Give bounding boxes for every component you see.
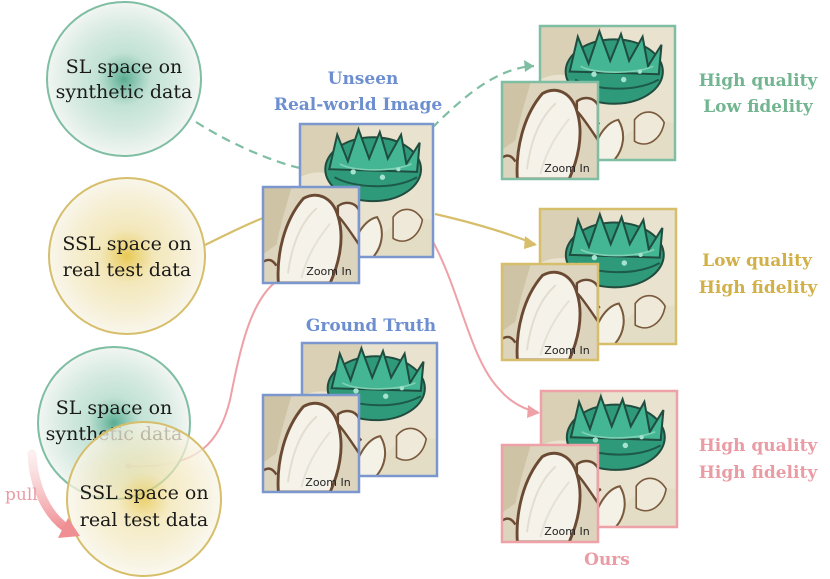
circle-label-line1: SSL space on <box>62 233 191 255</box>
unseen-to-middle-result-arrow <box>434 212 536 246</box>
result-top-line1: High quality <box>699 71 819 91</box>
zoom-in-label: Zoom In <box>305 476 350 489</box>
circle-label-line1: SL space on <box>56 397 173 419</box>
result-top-line2: Low fidelity <box>703 97 814 117</box>
circle-label-line1: SSL space on <box>79 482 208 504</box>
pull-label: pull <box>5 485 38 505</box>
arrowhead-green <box>524 60 534 72</box>
result-bottom-zoom-crop: Zoom In <box>500 443 600 544</box>
result-bottom-line2: High fidelity <box>699 463 819 483</box>
result-middle-line2: High fidelity <box>699 278 819 298</box>
ssl-to-unseen-line <box>204 216 264 246</box>
unseen-to-top-result-dashed-arrow <box>431 64 535 129</box>
circle-label-line1: SL space on <box>66 56 183 78</box>
result-top-zoom-crop: Zoom In <box>500 80 600 181</box>
result-middle-image-group: Zoom In <box>500 207 678 362</box>
result-middle-zoom-crop: Zoom In <box>500 262 600 362</box>
zoom-in-label: Zoom In <box>306 265 351 278</box>
result-bottom-image-group: Zoom In <box>500 389 679 544</box>
circle-label-line2: synthetic data <box>56 81 193 103</box>
arrowhead-gold <box>524 236 537 249</box>
result-middle-line1: Low quality <box>702 251 813 271</box>
pull-arrow: pull <box>5 449 80 538</box>
unseen-heading-line2: Real-world Image <box>274 95 443 115</box>
unseen-to-bottom-result-arrow <box>431 239 539 413</box>
circle-label-line2: real test data <box>80 509 209 531</box>
unseen-zoom-crop: Zoom In <box>261 185 361 285</box>
sl-space-circle-top: SL space on synthetic data <box>46 1 202 157</box>
ours-caption: Ours <box>584 550 630 570</box>
ssl-space-circle-middle: SSL space on real test data <box>48 177 206 335</box>
zoom-in-label: Zoom In <box>544 162 589 175</box>
ground-truth-zoom-crop: Zoom In <box>261 393 361 494</box>
ground-truth-heading: Ground Truth <box>306 316 436 336</box>
result-bottom-line1: High quality <box>699 436 819 456</box>
ground-truth-image-group: Zoom In <box>261 341 439 494</box>
unseen-heading-line1: Unseen <box>328 69 399 89</box>
circle-label-line2: real test data <box>63 259 192 281</box>
unseen-image-group: Zoom In <box>261 122 435 285</box>
zoom-in-label: Zoom In <box>544 344 589 357</box>
zoom-in-label: Zoom In <box>544 525 589 538</box>
ssl-space-circle-bottom: SSL space on real test data <box>66 421 222 577</box>
arrowhead-pink <box>527 405 540 418</box>
sl-to-unseen-dashed-line <box>195 121 301 170</box>
result-top-image-group: Zoom In <box>500 24 677 181</box>
